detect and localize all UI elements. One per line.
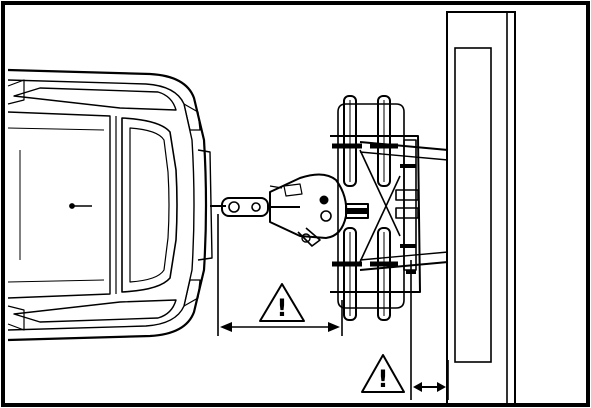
arrowhead-right [328, 322, 340, 332]
arrowhead-left [220, 322, 232, 332]
warning-symbol: ! [277, 294, 288, 322]
double-arrow-icon [413, 382, 446, 392]
warning-triangle-icon: ! [361, 354, 405, 393]
warning-triangle-icon: ! [259, 283, 305, 322]
dimension-rack-to-wall [410, 260, 449, 400]
garage-wall [446, 11, 516, 407]
hitch-bike-rack [210, 95, 449, 321]
warning-symbol: ! [378, 365, 389, 393]
dimension-car-to-rack [217, 214, 343, 336]
car-top-view [7, 68, 213, 342]
